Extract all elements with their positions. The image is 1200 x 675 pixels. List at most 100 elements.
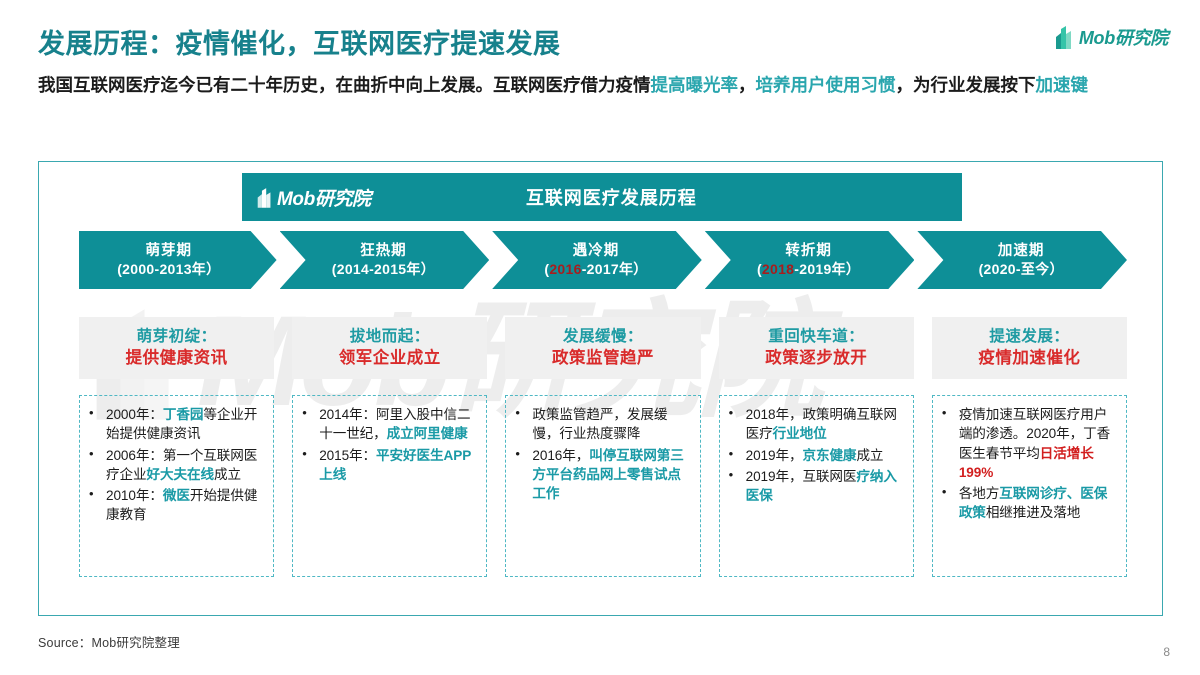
subtitle-segment-0: 我国互联网医疗迄今已有二十年历史，在曲折中向上发展。互联网医疗借力疫情	[38, 74, 651, 95]
bullet-segment-0: 2019年，	[745, 447, 803, 463]
brand-logo-text: Mob研究院	[1078, 28, 1168, 48]
bullet-segment-0: 2019年，互联网医	[745, 468, 857, 484]
stage-heading-line2: 疫情加速催化	[978, 348, 1081, 367]
subtitle-segment-1: 提高曝光率	[650, 74, 739, 95]
stage-name: 转折期	[785, 243, 832, 260]
stage-name: 遇冷期	[572, 243, 620, 260]
stage-heading-line2: 政策监管趋严	[552, 348, 654, 367]
timeline-stage-2[interactable]: 狂热期(2014-2015年）	[280, 231, 490, 289]
timeline-stage-5[interactable]: 加速期(2020-至今）	[917, 231, 1127, 289]
page-subtitle: 我国互联网医疗迄今已有二十年历史，在曲折中向上发展。互联网医疗借力疫情提高曝光率…	[38, 72, 1168, 98]
list-item: 2018年，政策明确互联网医疗行业地位	[724, 404, 907, 444]
card-building-logo-icon	[257, 187, 271, 208]
stage-heading-line2: 提供健康资讯	[125, 348, 228, 367]
stage-bullet-list: 疫情加速互联网医疗用户端的渗透。2020年，丁香医生春节平均日活增长199%各地…	[937, 404, 1120, 523]
stage-bullet-list: 2018年，政策明确互联网医疗行业地位2019年，京东健康成立2019年，互联网…	[724, 404, 907, 506]
bullet-segment-0: 2018年，政策明确互联网医疗	[745, 407, 897, 442]
bullet-segment-1: 行业地位	[772, 426, 827, 442]
stage-heading-line2: 领军企业成立	[338, 348, 441, 367]
stage-range: (2000-2013年）	[117, 260, 221, 277]
list-item: 政策监管趋严，发展缓慢，行业热度骤降	[510, 404, 693, 444]
list-item: 2019年，互联网医疗纳入医保	[724, 466, 907, 506]
list-item: 2016年，叫停互联网第三方平台药品网上零售试点工作	[510, 445, 693, 504]
card-logo-text: Mob研究院	[277, 188, 371, 210]
subtitle-segment-5: 加速键	[1035, 74, 1089, 95]
stage-heading-line2: 政策逐步放开	[765, 348, 868, 367]
stage-bullet-list: 2014年：阿里入股中信二十一世纪，成立阿里健康2015年：平安好医生APP上线	[297, 404, 480, 485]
bullet-segment-0: 疫情加速互联网医疗用户端的渗透。2020年，丁香医生春节平均	[958, 407, 1111, 461]
stage-name: 狂热期	[360, 243, 407, 260]
stage-heading-line1: 发展缓慢：	[563, 328, 644, 346]
brand-logo: Mob研究院	[1054, 24, 1168, 50]
list-item: 2014年：阿里入股中信二十一世纪，成立阿里健康	[297, 404, 480, 444]
stage-headings-row: 萌芽初绽： 提供健康资讯 拔地而起： 领军企业成立 发展缓慢： 政策监管趋严 重回快车道： 政…	[79, 317, 1128, 379]
stage-heading-line1: 重回快车道：	[768, 328, 865, 346]
bullet-segment-1: 成立阿里健康	[386, 426, 468, 442]
bullet-segment-2: 成立	[213, 466, 241, 482]
stage-range: (2018-2019年）	[756, 260, 861, 277]
list-item: 2015年：平安好医生APP上线	[297, 445, 480, 485]
stage-range: (2014-2015年）	[331, 260, 435, 277]
bullet-segment-1: 互联网诊疗、医保政策	[958, 486, 1108, 521]
bullet-segment-2: 等企业开始提供健康资讯	[106, 407, 258, 442]
mob-building-logo-icon	[1055, 26, 1071, 49]
list-item: 2010年：微医开始提供健康教育	[84, 485, 267, 525]
stage-content-box-5: 疫情加速互联网医疗用户端的渗透。2020年，丁香医生春节平均日活增长199%各地…	[931, 395, 1128, 577]
stage-bullet-list: 政策监管趋严，发展缓慢，行业热度骤降2016年，叫停互联网第三方平台药品网上零售…	[510, 404, 693, 504]
list-item: 2019年，京东健康成立	[724, 445, 907, 465]
timeline-card: Mob研究院 Mob研究院 互联网医疗发展历程 萌芽期(2000-2013年）狂…	[38, 161, 1163, 616]
stage-name: 加速期	[997, 243, 1045, 260]
bullet-segment-2: 相继推进及落地	[985, 505, 1081, 521]
stage-heading-3: 发展缓慢： 政策监管趋严	[505, 317, 701, 379]
stage-heading-4: 重回快车道： 政策逐步放开	[718, 317, 914, 379]
stage-heading-1: 萌芽初绽： 提供健康资讯	[79, 317, 275, 379]
bullet-segment-1: 日活增长199%	[958, 445, 1094, 480]
bullet-segment-0: 各地方	[958, 486, 1000, 502]
bullet-segment-2: 成立	[856, 447, 884, 463]
stage-content-box-3: 政策监管趋严，发展缓慢，行业热度骤降2016年，叫停互联网第三方平台药品网上零售…	[505, 395, 701, 577]
bullet-segment-0: 2014年：阿里入股中信二十一世纪，	[319, 407, 471, 442]
stage-heading-line1: 拔地而起：	[349, 328, 430, 346]
stage-heading-line1: 萌芽初绽：	[136, 328, 217, 346]
timeline-stage-4[interactable]: 转折期(2018-2019年）	[705, 231, 915, 289]
stage-content-box-1: 2000年：丁香园等企业开始提供健康资讯2006年：第一个互联网医疗企业好大夫在…	[79, 395, 275, 577]
bullet-segment-1: 微医	[162, 488, 190, 504]
bullet-segment-1: 叫停互联网第三方平台药品网上零售试点工作	[532, 447, 684, 502]
bullet-segment-2: 开始提供健康教育	[106, 488, 258, 523]
bullet-segment-1: 平安好医生APP上线	[319, 447, 472, 482]
bullet-segment-0: 2015年：	[319, 447, 377, 463]
page-header: 发展历程：疫情催化，互联网医疗提速发展 我国互联网医疗迄今已有二十年历史，在曲折…	[38, 28, 1168, 98]
list-item: 各地方互联网诊疗、医保政策相继推进及落地	[937, 483, 1120, 523]
bullet-segment-1: 丁香园	[162, 407, 204, 422]
stage-heading-2: 拔地而起： 领军企业成立	[292, 317, 488, 379]
list-item: 2000年：丁香园等企业开始提供健康资讯	[84, 404, 267, 444]
stage-bullet-list: 2000年：丁香园等企业开始提供健康资讯2006年：第一个互联网医疗企业好大夫在…	[84, 404, 267, 525]
stage-content-box-4: 2018年，政策明确互联网医疗行业地位2019年，京东健康成立2019年，互联网…	[718, 395, 914, 577]
timeline-chevron-bar: 萌芽期(2000-2013年）狂热期(2014-2015年）遇冷期(2016-2…	[79, 231, 1127, 289]
bullet-segment-0: 2000年：	[106, 407, 163, 422]
bullet-segment-0: 2010年：	[106, 488, 163, 504]
stage-range: (2016-2017年）	[544, 260, 648, 277]
source-note: Source：Mob研究院整理	[38, 636, 180, 650]
bullet-segment-1: 疗纳入医保	[745, 468, 897, 504]
page-number: 8	[1163, 645, 1170, 659]
page-title: 发展历程：疫情催化，互联网医疗提速发展	[38, 29, 561, 59]
timeline-stage-1[interactable]: 萌芽期(2000-2013年）	[79, 231, 277, 289]
bullet-segment-0: 政策监管趋严，发展缓慢，行业热度骤降	[532, 407, 668, 442]
list-item: 疫情加速互联网医疗用户端的渗透。2020年，丁香医生春节平均日活增长199%	[937, 404, 1120, 482]
card-title-bar: Mob研究院 互联网医疗发展历程	[242, 173, 962, 221]
card-title: 互联网医疗发展历程	[525, 188, 697, 208]
stage-heading-line1: 提速发展：	[989, 328, 1070, 346]
subtitle-segment-2: ，	[738, 74, 756, 95]
bullet-segment-0: 2006年：第一个互联网医疗企业	[106, 447, 258, 482]
card-logo: Mob研究院	[256, 184, 371, 211]
stage-content-box-2: 2014年：阿里入股中信二十一世纪，成立阿里健康2015年：平安好医生APP上线	[292, 395, 488, 577]
stage-content-row: 2000年：丁香园等企业开始提供健康资讯2006年：第一个互联网医疗企业好大夫在…	[79, 395, 1128, 577]
list-item: 2006年：第一个互联网医疗企业好大夫在线成立	[84, 445, 267, 485]
bullet-segment-0: 2016年，	[532, 447, 590, 463]
timeline-stage-3[interactable]: 遇冷期(2016-2017年）	[492, 231, 702, 289]
subtitle-segment-3: 培养用户使用习惯	[755, 74, 896, 95]
subtitle-segment-4: ，为行业发展按下	[895, 74, 1036, 95]
bullet-segment-1: 好大夫在线	[146, 466, 214, 482]
bullet-segment-1: 京东健康	[802, 447, 857, 463]
